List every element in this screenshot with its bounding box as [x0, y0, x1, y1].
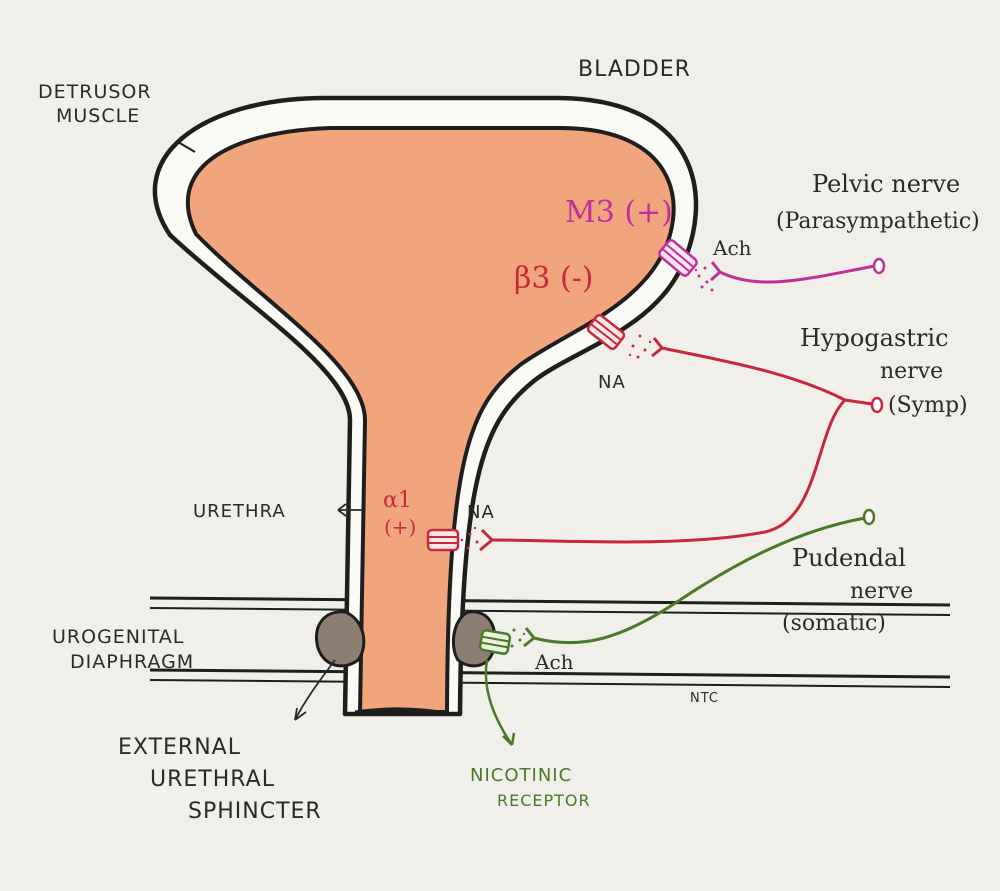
- urethra-pointer: [337, 503, 362, 517]
- bladder-lumen: [185, 126, 676, 714]
- na-label-bladder: NA: [598, 372, 626, 393]
- nicotinic-label-line1: NICOTINIC: [470, 765, 572, 786]
- nicotinic-label-line2: RECEPTOR: [497, 791, 591, 810]
- hypogastric-label-line1: Hypogastric: [800, 324, 949, 352]
- m3-receptor-icon: [658, 239, 698, 277]
- beta3-label: β3 (-): [514, 261, 594, 296]
- pelvic-nerve-label-line1: Pelvic nerve: [812, 170, 960, 198]
- pudendal-label-line1: Pudendal: [792, 544, 906, 572]
- pelvic-nerve-label-line2: (Parasympathetic): [776, 209, 980, 234]
- ach-label-top: Ach: [712, 236, 752, 260]
- sphincter-label-line1: EXTERNAL: [118, 735, 241, 760]
- pudendal-nerve: [484, 508, 876, 746]
- alpha1-label: α1: [383, 488, 412, 513]
- alpha1-receptor-icon: [426, 528, 460, 552]
- sphincter-label-line3: SPHINCTER: [188, 799, 322, 824]
- urethra-label: URETHRA: [193, 501, 286, 522]
- nicotinic-receptor-icon: [478, 629, 512, 655]
- hypogastric-label-line2: nerve: [880, 359, 943, 384]
- hypogastric-label-line3: (Symp): [888, 393, 968, 418]
- sphincter-pointer: [294, 659, 336, 721]
- urogenital-label-line1: UROGENITAL: [52, 626, 184, 648]
- na-label-urethra: NA: [467, 502, 495, 523]
- pudendal-label-line3: (somatic): [782, 611, 886, 636]
- ach-label-bottom: Ach: [534, 650, 574, 674]
- hypogastric-nerve: [460, 334, 884, 552]
- pelvic-nerve: [694, 257, 886, 292]
- detrusor-label-line1: DETRUSOR: [38, 81, 152, 103]
- urogenital-diaphragm: [149, 596, 951, 688]
- bladder-label: BLADDER: [578, 57, 691, 82]
- beta3-receptor-icon: [586, 314, 626, 350]
- pudendal-label-line2: nerve: [850, 579, 913, 604]
- external-urethral-sphincter: [315, 610, 497, 668]
- detrusor-label-line2: MUSCLE: [56, 105, 140, 127]
- signature: NTC: [690, 691, 719, 706]
- alpha1-sign: (+): [384, 515, 416, 539]
- urogenital-label-line2: DIAPHRAGM: [70, 651, 194, 673]
- m3-label: M3 (+): [565, 195, 673, 230]
- sphincter-label-line2: URETHRAL: [150, 767, 275, 792]
